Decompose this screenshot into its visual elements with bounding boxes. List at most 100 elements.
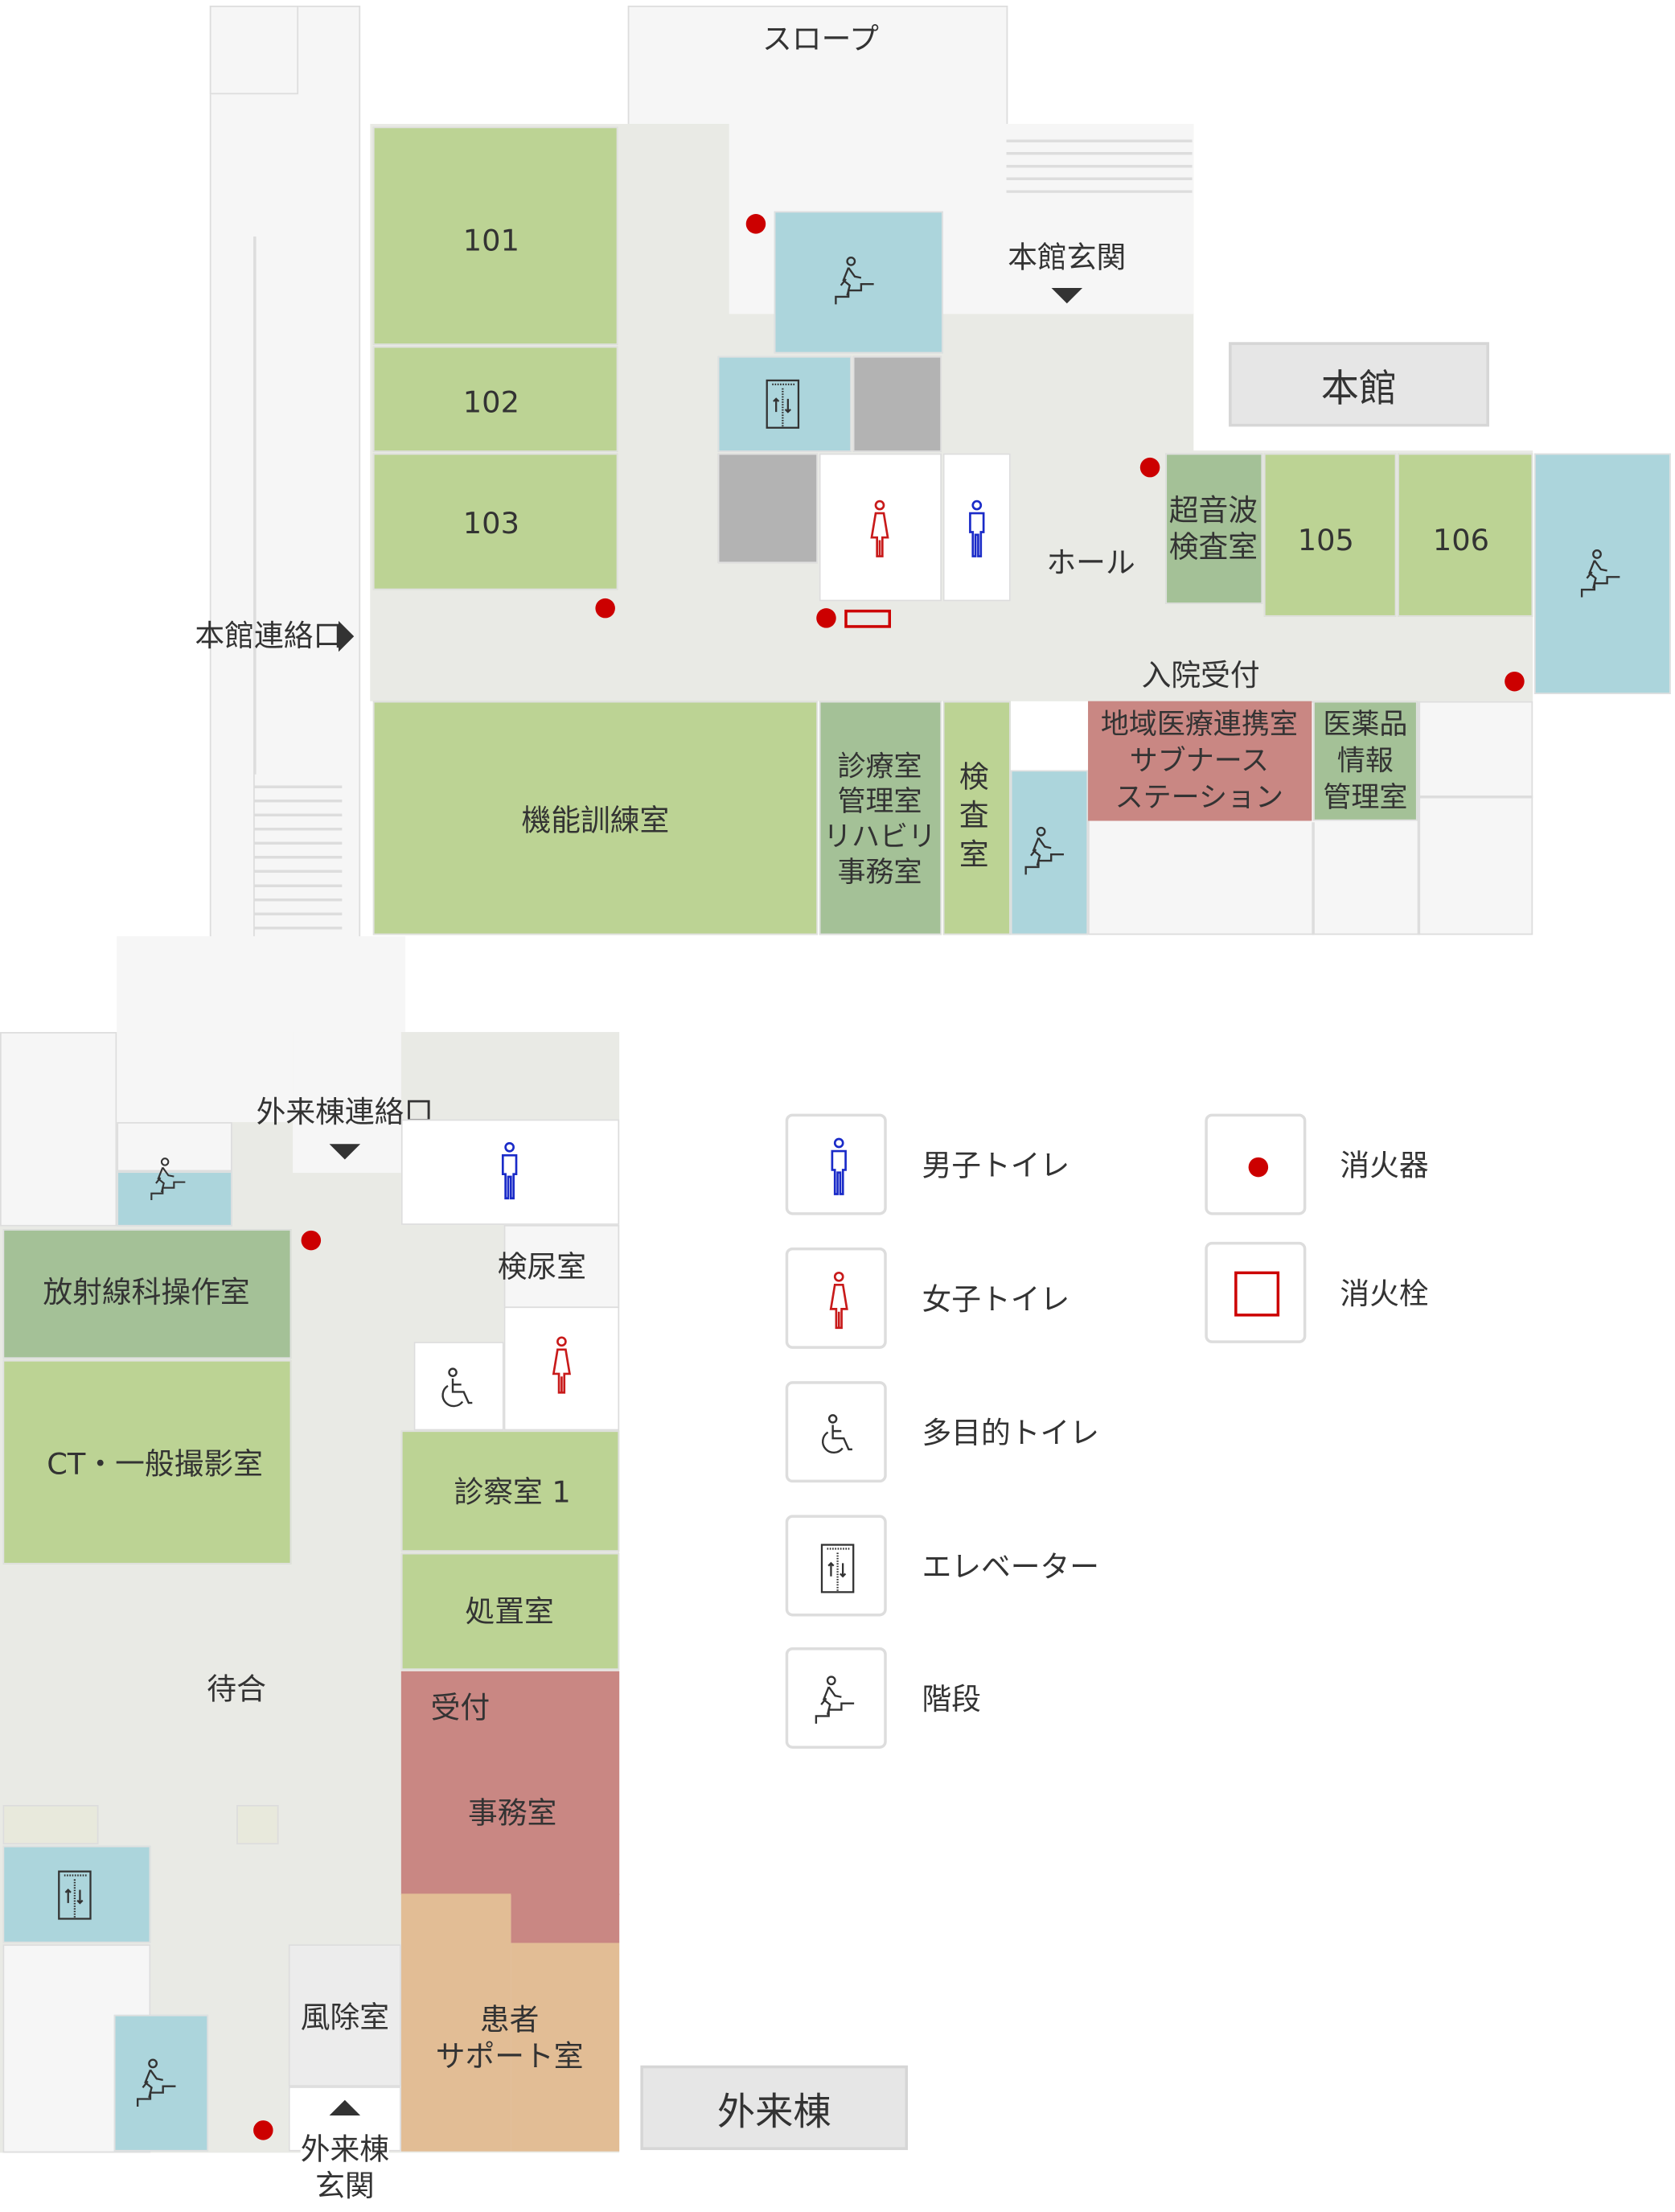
female-toilet-icon	[548, 1336, 576, 1396]
arrow-down-icon	[1051, 287, 1083, 304]
room-103	[372, 453, 618, 590]
legend-label: 女子トイレ	[922, 1282, 1070, 1317]
stairs-icon	[1579, 549, 1630, 600]
windbreak-room	[288, 1944, 401, 2087]
arrow-up-icon	[329, 2099, 361, 2115]
legend-item-extinguisher	[1205, 1113, 1307, 1215]
rehab-office-label: 診療室 管理室 リハビリ 事務室	[823, 749, 937, 889]
stairs-area	[1010, 770, 1089, 935]
divider	[1417, 701, 1421, 935]
fire-extinguisher-icon	[745, 214, 766, 234]
ct-room-label: CT・一般撮影室	[47, 1447, 263, 1482]
female-toilet-icon	[865, 500, 893, 559]
legend-item-hydrant	[1205, 1241, 1307, 1343]
room-101	[372, 126, 618, 345]
radiology-control-label: 放射線科操作室	[43, 1275, 250, 1310]
elevator-icon	[56, 1869, 96, 1922]
room-101-label: 101	[462, 224, 519, 258]
female-toilet-icon	[825, 1272, 853, 1331]
reception-label: 受付	[430, 1691, 491, 1725]
multipurpose-toilet-icon	[820, 1413, 857, 1456]
patient-support-label: 患者 サポート室	[435, 2003, 584, 2074]
ultrasound-room	[1165, 453, 1263, 604]
regional-liaison-room	[1088, 701, 1312, 821]
legend-label: 消火栓	[1340, 1277, 1429, 1311]
multipurpose-toilet	[413, 1342, 504, 1431]
main-link-label: 本館連絡口	[195, 619, 343, 653]
entrance-steps	[1006, 130, 1193, 193]
exam-room	[942, 701, 1011, 935]
room-106-label: 106	[1432, 523, 1490, 557]
exam-room-1	[400, 1430, 620, 1552]
elevator-area	[2, 1845, 151, 1943]
legend-label: エレベーター	[922, 1550, 1100, 1585]
service-room	[852, 356, 942, 452]
training-room	[372, 701, 818, 935]
stairs-icon	[833, 257, 884, 307]
legend-item-female	[785, 1247, 887, 1349]
arrow-down-icon	[329, 1144, 361, 1160]
divider	[1312, 822, 1315, 935]
link-passage	[117, 936, 406, 1038]
slope	[627, 6, 1008, 125]
slope-label: スロープ	[762, 22, 879, 56]
fire-hydrant-icon	[1234, 1271, 1280, 1317]
regional-liaison-label: 地域医療連携室 サブナース ステーション	[1100, 706, 1298, 814]
male-toilet-icon	[963, 500, 991, 559]
exam-room-label: 検 査 室	[959, 760, 989, 871]
treatment-room	[400, 1552, 620, 1670]
treatment-room-label: 処置室	[465, 1594, 554, 1629]
legend-item-male	[785, 1113, 887, 1215]
office	[400, 1671, 620, 1896]
urine-test-room	[503, 1224, 620, 1309]
elevator-icon	[764, 377, 803, 431]
service-room	[717, 453, 818, 564]
fire-extinguisher-icon	[301, 1230, 322, 1251]
training-room-label: 機能訓練室	[521, 804, 670, 838]
male-toilet	[942, 453, 1011, 602]
room-106	[1398, 453, 1533, 617]
stairs-area	[1533, 453, 1671, 694]
legend-label: 階段	[922, 1682, 982, 1717]
arrow-right-icon	[338, 620, 355, 652]
fire-extinguisher-icon	[1139, 457, 1160, 478]
patient-support-room	[400, 1893, 511, 2152]
female-toilet	[819, 453, 942, 602]
ultrasound-label: 超音波 検査室	[1168, 493, 1258, 565]
stairs-icon	[1024, 826, 1074, 877]
legend-item-elevator	[785, 1515, 887, 1617]
exam-room-1-label: 診察室 1	[454, 1475, 571, 1510]
female-toilet	[503, 1306, 620, 1431]
fire-hydrant-icon	[844, 609, 892, 628]
fire-extinguisher-icon	[816, 608, 836, 628]
elevator-area	[717, 356, 852, 452]
office-label: 事務室	[468, 1796, 557, 1831]
legend-item-stairs	[785, 1647, 887, 1749]
elevator-icon	[819, 1542, 859, 1596]
bench	[2, 1805, 99, 1845]
storage	[0, 1032, 117, 1227]
stairs-area	[117, 1171, 232, 1227]
drug-info-room	[1313, 701, 1418, 821]
waiting-label: 待合	[207, 1672, 266, 1707]
ct-room	[2, 1359, 292, 1564]
patient-support-room	[511, 1943, 620, 2152]
legend-label: 消火器	[1340, 1149, 1429, 1183]
room-105	[1263, 453, 1397, 617]
male-toilet-icon	[495, 1142, 523, 1202]
outpatient-entrance-label: 外来棟 玄関	[300, 2131, 389, 2206]
stairs-icon	[150, 1157, 195, 1203]
divider	[1418, 795, 1533, 799]
room-103-label: 103	[462, 506, 519, 541]
legend-label: 男子トイレ	[922, 1149, 1070, 1183]
stairs-icon	[814, 1675, 864, 1726]
stairs-icon	[135, 2058, 186, 2109]
office	[511, 1893, 620, 1943]
outpatient-building-label: 外来棟	[640, 2065, 909, 2150]
link-area	[117, 1032, 294, 1123]
fire-extinguisher-icon	[253, 2120, 273, 2140]
fire-extinguisher-icon	[595, 598, 615, 619]
male-toilet-icon	[825, 1137, 853, 1197]
main-building-label: 本館	[1229, 342, 1489, 427]
